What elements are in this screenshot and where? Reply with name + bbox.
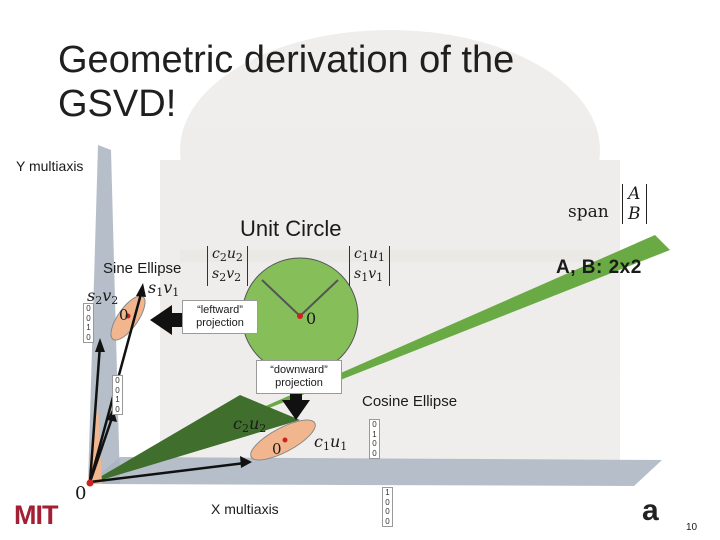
downward-projection-label: “downward” projection bbox=[256, 360, 342, 394]
span-word: span bbox=[568, 202, 609, 222]
origin-zero: 0 bbox=[75, 483, 86, 504]
origin-point bbox=[87, 480, 94, 487]
span-bottom: B bbox=[628, 204, 641, 224]
unit-circle-label: Unit Circle bbox=[240, 216, 341, 242]
leftward-projection-label: “leftward” projection bbox=[182, 300, 258, 334]
right-matrix: c1u1 s1v1 bbox=[349, 246, 390, 286]
span-top: A bbox=[628, 184, 641, 204]
span-matrix: A B bbox=[622, 184, 647, 224]
c1u1-c: c bbox=[354, 246, 362, 262]
cosine-zero: 0 bbox=[272, 440, 282, 458]
sine-ellipse-label: Sine Ellipse bbox=[103, 260, 181, 277]
s1v1-label: s1v1 bbox=[148, 278, 179, 299]
circle-zero: 0 bbox=[306, 309, 316, 328]
cosine-ellipse-label: Cosine Ellipse bbox=[362, 393, 457, 410]
c2u2-c: c bbox=[212, 246, 220, 262]
mit-logo: MIT bbox=[14, 500, 58, 531]
y-multiaxis-label: Y multiaxis bbox=[16, 158, 83, 174]
amazon-logo: a bbox=[642, 494, 659, 528]
page-number: 10 bbox=[686, 522, 697, 533]
left-matrix: c2u2 s2v2 bbox=[207, 246, 248, 286]
c1u1-label: c1u1 bbox=[314, 432, 347, 453]
dims-label: A, B: 2x2 bbox=[556, 257, 642, 279]
sine-zero: 0 bbox=[119, 306, 129, 324]
c2u2-label: c2u2 bbox=[233, 414, 266, 435]
x-multiaxis-label: X multiaxis bbox=[211, 501, 279, 517]
slide-title: Geometric derivation of the GSVD! bbox=[58, 38, 618, 126]
